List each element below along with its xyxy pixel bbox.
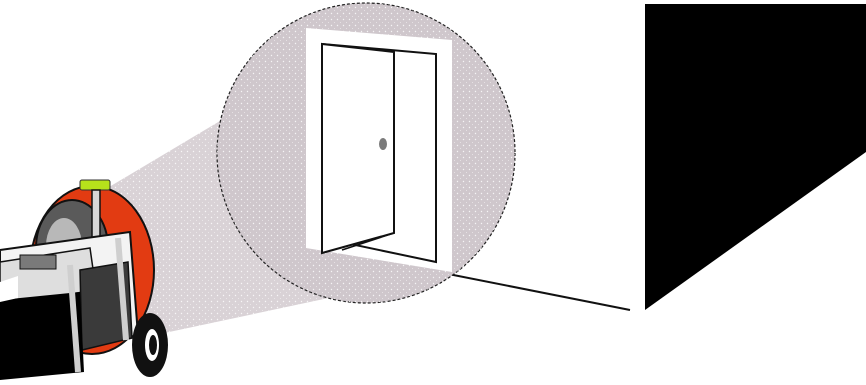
robot-icon: [0, 179, 168, 380]
door-icon: [306, 28, 452, 272]
doorknob-icon: [379, 138, 387, 150]
wall-shadow: [645, 4, 866, 310]
robot-handle: [79, 179, 111, 191]
